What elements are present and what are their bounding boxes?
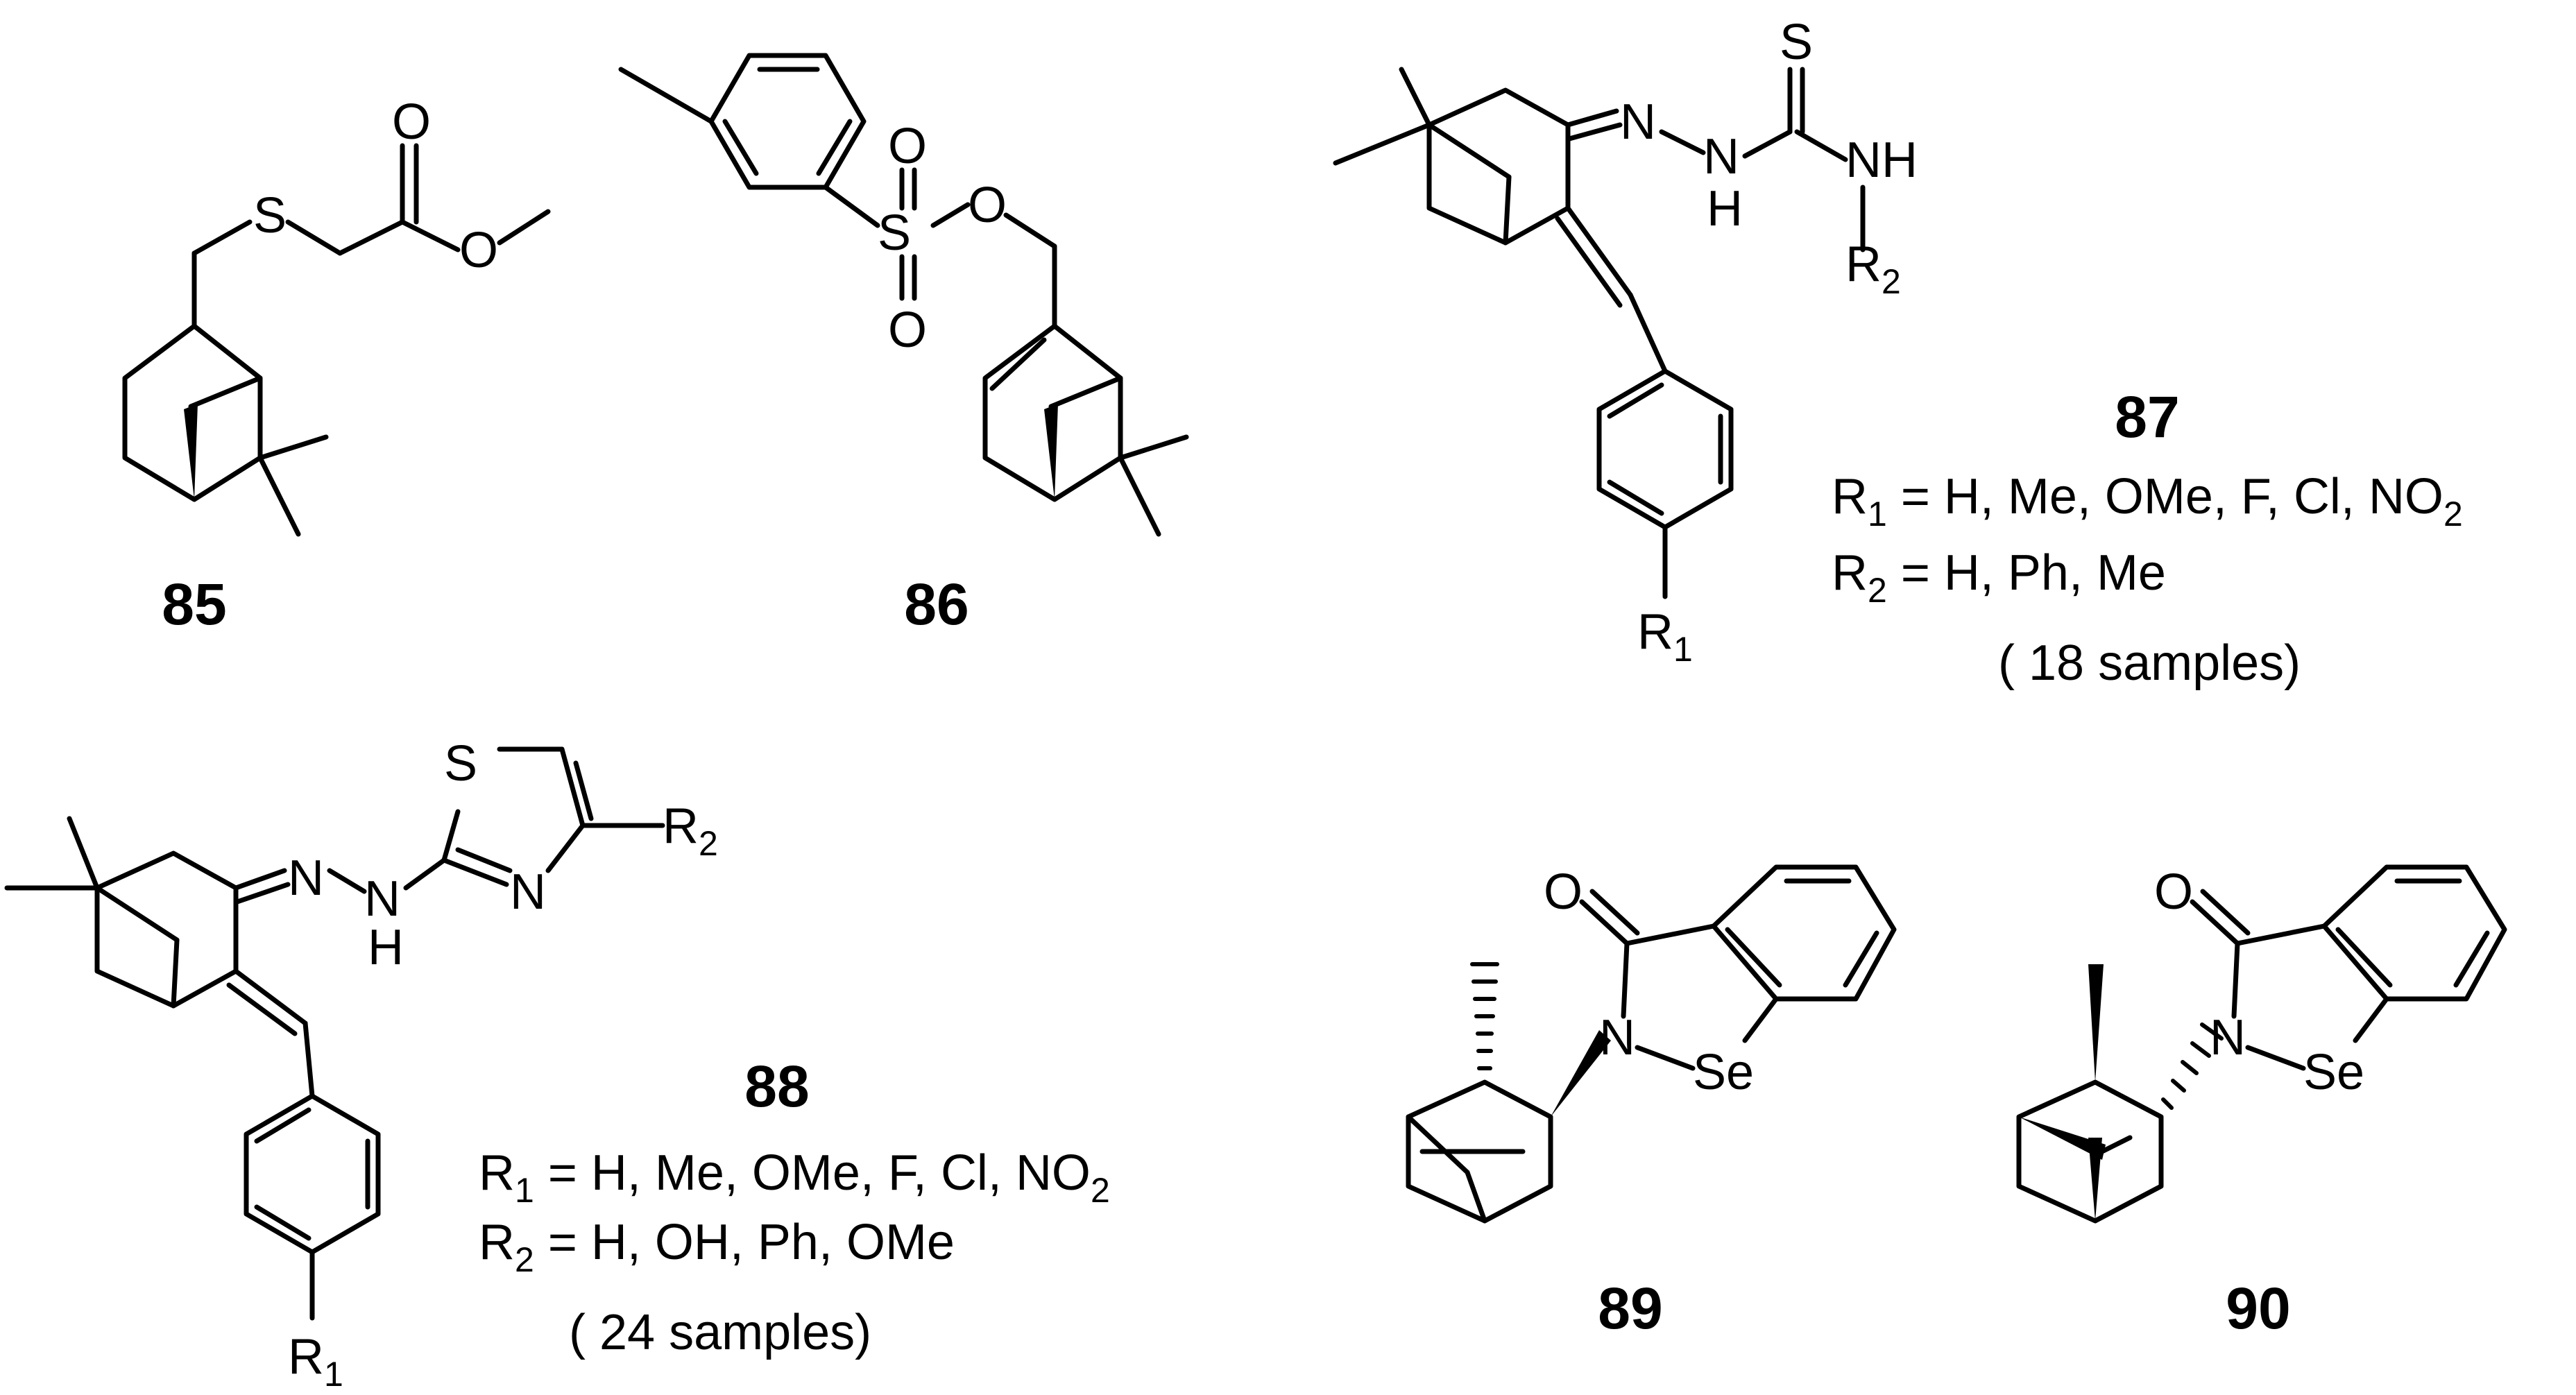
compound-85: S O O 85 (122, 94, 551, 637)
c90-hashed-to-nitrogen (2161, 1022, 2224, 1110)
c88-imine-nitrogen: N (288, 850, 324, 906)
compound-86: O S O O 86 (618, 53, 1189, 637)
compound-label-86: 86 (904, 572, 969, 637)
c85-ester-oxygen: O (459, 223, 498, 278)
c89-hashed-methyl (1470, 962, 1499, 1070)
compound-label-88: 88 (744, 1054, 809, 1119)
c85-bridge-wedge (184, 404, 198, 499)
compound-89: O N Se 89 (1406, 864, 1897, 1341)
c86-sulfonyl-oxygen-bottom: O (888, 302, 927, 358)
compound-label-85: 85 (162, 572, 226, 637)
c87-hydrazide-nitrogen: N (1703, 129, 1739, 185)
c87-r1-group: R1 (1637, 604, 1693, 669)
c85-sulfur: S (253, 188, 287, 243)
c89-benzo-ring (1711, 864, 1897, 1002)
c88-aryl-ring (244, 1093, 381, 1255)
c89-selenium: Se (1693, 1045, 1754, 1100)
c90-selenium: Se (2303, 1045, 2364, 1100)
c87-r2-group: R2 (1845, 237, 1901, 301)
compound-label-90: 90 (2226, 1276, 2290, 1341)
c87-thione-sulfur: S (1780, 15, 1813, 70)
compound-label-89: 89 (1598, 1276, 1662, 1341)
c88-bicyclic-ring (94, 850, 239, 1009)
c88-thiazole-sulfur: S (444, 736, 477, 791)
c90-nitrogen: N (2210, 1010, 2246, 1065)
c88-thiazole-nitrogen: N (510, 864, 546, 920)
c90-bridge-wedge (2019, 1117, 2106, 1160)
c88-r1-definition: R1 = H, Me, OMe, F, Cl, NO2 (479, 1145, 1110, 1210)
compound-88: N N H S N R2 R1 88 R1 = H, Me, OMe, F, C… (4, 736, 1110, 1394)
c87-aryl-ring (1596, 368, 1734, 530)
compound-87: N N H S NH R2 R1 87 R1 = H, Me, OMe, F, … (1333, 15, 2463, 691)
c86-sulfur: S (878, 205, 911, 261)
c86-aryl-ring (708, 53, 867, 190)
compound-label-87: 87 (2115, 384, 2179, 450)
c87-hydrazide-hydrogen: H (1707, 181, 1743, 237)
compound-90: O N Se 90 (2016, 864, 2507, 1341)
c87-bicyclic-ring (1426, 87, 1571, 246)
c85-carbonyl-oxygen: O (392, 94, 431, 150)
c89-wedge-to-nitrogen (1551, 1030, 1611, 1117)
c88-hydrazine-hydrogen: H (368, 920, 404, 975)
c88-r2-definition: R2 = H, OH, Ph, OMe (479, 1215, 955, 1279)
c90-carbonyl-oxygen: O (2154, 864, 2193, 920)
c90-benzo-ring (2321, 864, 2507, 1002)
c88-r2-group: R2 (663, 798, 718, 863)
c90-wedge-methyl (2088, 964, 2104, 1082)
c87-r1-definition: R1 = H, Me, OMe, F, Cl, NO2 (1832, 469, 2463, 533)
c86-sulfonyl-oxygen-top: O (888, 119, 927, 174)
c89-nitrogen: N (1599, 1010, 1635, 1065)
c87-r2-definition: R2 = H, Ph, Me (1832, 545, 2166, 610)
c88-hydrazine-nitrogen: N (364, 871, 400, 927)
c88-sample-count: ( 24 samples) (569, 1305, 871, 1360)
c87-imine-nitrogen: N (1620, 94, 1656, 150)
c87-amide-nh: NH (1845, 132, 1918, 188)
c87-sample-count: ( 18 samples) (1998, 635, 2301, 691)
c89-carbonyl-oxygen: O (1544, 864, 1583, 920)
c86-ester-oxygen: O (968, 178, 1007, 233)
c88-r1-group: R1 (288, 1329, 343, 1394)
